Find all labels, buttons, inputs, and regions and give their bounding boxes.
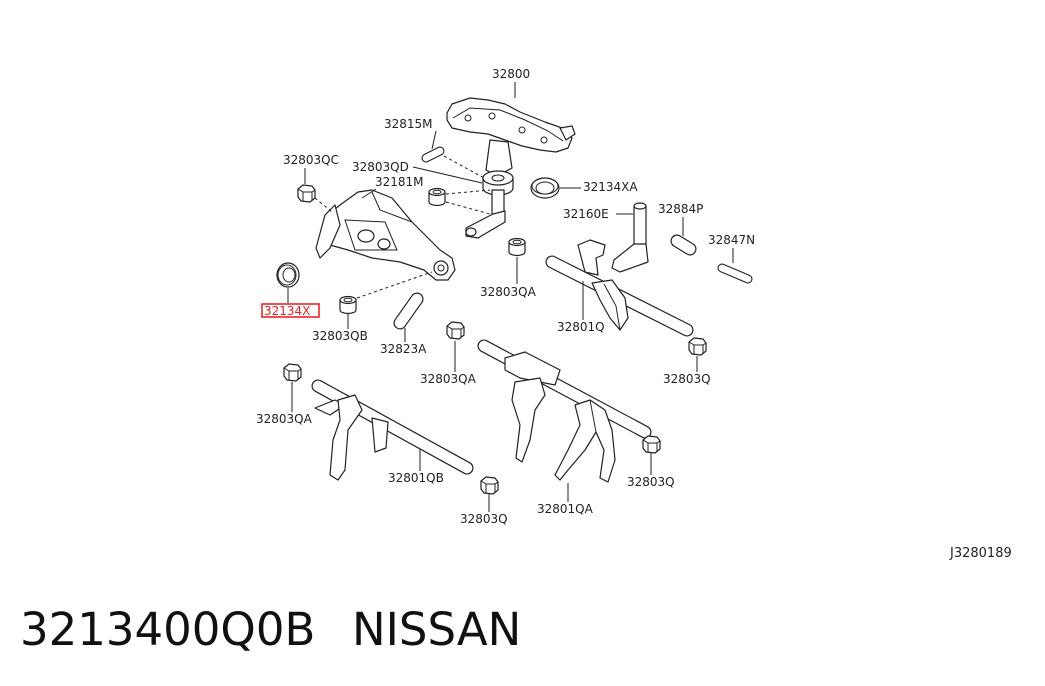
- callout-label: 32803QA: [420, 372, 477, 386]
- dashed-guide-line: [356, 271, 433, 299]
- diagram-code: J3280189: [949, 546, 1012, 561]
- callout-label: 32801QA: [537, 502, 594, 516]
- pin-32847N: [717, 263, 753, 284]
- highlight-box: [261, 303, 320, 318]
- callout-label: 32823A: [380, 342, 427, 356]
- seal-ring-32134X: [276, 262, 300, 288]
- callout-label: 32803Q: [627, 475, 675, 489]
- callout-label: 32815M: [384, 117, 433, 131]
- callout-label: 32884P: [658, 202, 703, 216]
- pin-32815M: [421, 146, 445, 163]
- dashed-guide-line: [445, 189, 491, 195]
- shift-rod-32801Q: [545, 239, 694, 337]
- dashed-guide-line: [445, 201, 491, 215]
- shift-rod-32801QA: [477, 339, 652, 483]
- nut-32803QC: [297, 184, 316, 203]
- bush-32803QD: [428, 187, 446, 207]
- callout-label: 32803Q: [460, 512, 508, 526]
- callout-label: 32803QA: [480, 285, 537, 299]
- callout-label: 32801Q: [557, 320, 605, 334]
- callout-label: 32160E: [563, 207, 609, 221]
- leader-line: [412, 166, 483, 184]
- seal-ring-32134XA: [530, 177, 560, 199]
- nut-32803QA-left: [283, 363, 302, 382]
- nut-32803Q-bottom: [480, 476, 499, 495]
- callout-label: 32803QC: [283, 153, 339, 167]
- callout-label: 32803Q: [663, 372, 711, 386]
- lever-32160E: [611, 202, 649, 273]
- callout-label: 32847N: [708, 233, 755, 247]
- callout-label: 32181M: [375, 175, 424, 189]
- brand-caption: NISSAN: [352, 603, 521, 656]
- bush-32803QA-upper: [508, 237, 526, 257]
- callout-label: 32803QA: [256, 412, 313, 426]
- callout-label: 32803QD: [352, 160, 409, 174]
- pin-32823A: [393, 292, 424, 330]
- part-32884P: [670, 234, 697, 256]
- bracket-32800: [446, 97, 576, 239]
- part-number-caption: 3213400Q0B: [20, 603, 315, 656]
- nut-32803Q-right: [688, 337, 707, 356]
- nut-32803QA-middle: [446, 321, 465, 340]
- callout-label: 32800: [492, 67, 530, 81]
- callout-labels: 32800 32815M 32803QC 32803QD 32181M 3213…: [256, 67, 755, 526]
- highlighted-callout-label: 32134X: [264, 304, 310, 318]
- housing-32181M: [315, 189, 456, 281]
- callout-label: 32803QB: [312, 329, 368, 343]
- bush-32803QB: [339, 295, 357, 315]
- leader-line: [361, 188, 377, 199]
- callout-label: 32801QB: [388, 471, 444, 485]
- shift-rod-32801QB: [311, 379, 474, 481]
- leader-lines: [287, 82, 734, 512]
- nut-32803Q-lower-right: [642, 435, 661, 454]
- dashed-guide-line: [443, 155, 485, 179]
- dashed-guide-line: [314, 197, 333, 213]
- callout-label: 32134XA: [583, 180, 638, 194]
- leader-line: [431, 130, 437, 150]
